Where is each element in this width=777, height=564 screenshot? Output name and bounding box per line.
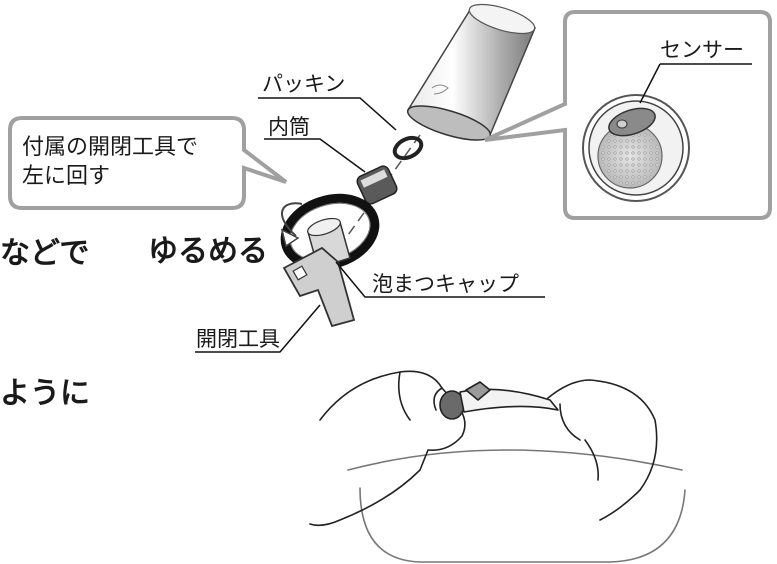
faucet-spout [406,3,537,141]
packing-ring [392,135,424,161]
leader-lines [195,63,752,353]
side-text-line-1: などで [0,236,90,271]
opening-tool [282,246,356,328]
side-text-line-2: ように [0,376,90,411]
packing-label: パッキン [262,72,346,96]
inner-tube-label: 内筒 [268,115,310,139]
cleaning-illustration [309,370,686,563]
rotate-left-arrow [280,202,303,248]
callout-text-line-1: 付属の開閉工具で [22,135,199,160]
callout-bubble [8,116,288,210]
tool-label: 開閉工具 [196,327,280,351]
callout-text-line-2: 左に回す [22,164,111,189]
sensor-window [608,107,656,137]
sensor-label: センサー [660,38,744,62]
loosen-action-label: ゆるめる [148,234,268,269]
inner-tube-part [356,165,398,205]
foam-cap-label: 泡まつキャップ [372,272,519,296]
